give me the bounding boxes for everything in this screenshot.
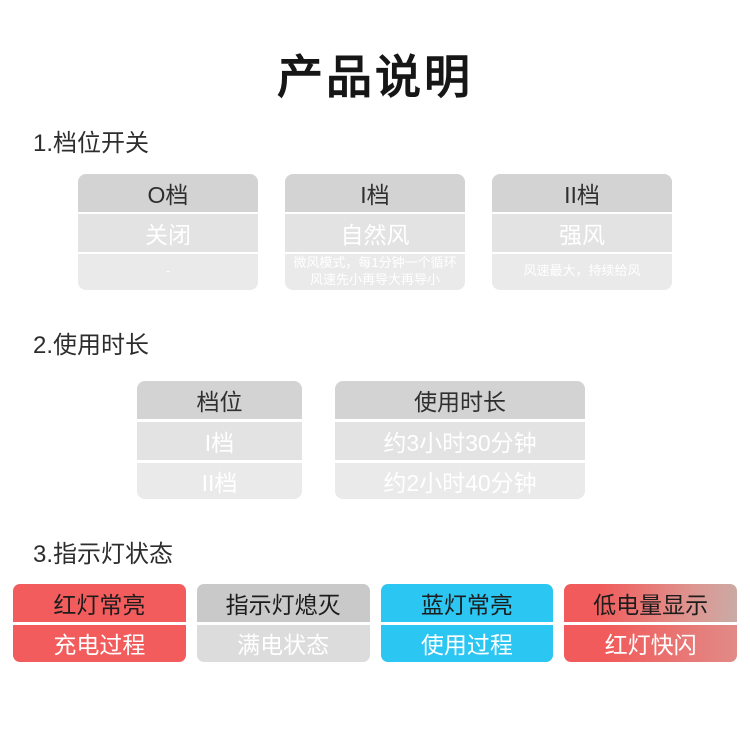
section-heading-gear-switch: 1.档位开关 [33, 129, 150, 157]
duration-time-column-header: 使用时长 [335, 380, 585, 419]
duration-gear-column-header: 档位 [137, 380, 302, 419]
indicator-card-low-battery-meaning: 红灯快闪 [564, 624, 737, 662]
indicator-card-low-battery-state: 低电量显示 [564, 583, 737, 622]
section-heading-indicator-lights: 3.指示灯状态 [33, 540, 174, 568]
section-indicator-lights: 3.指示灯状态 红灯常亮 充电过程 指示灯熄灭 满电状态 蓝灯常亮 使用过程 低… [0, 540, 750, 662]
gear-card-o-mode: 关闭 [78, 213, 258, 252]
gear-card-1-header: I档 [285, 173, 465, 212]
gear-card-o-header: O档 [78, 173, 258, 212]
section-gear-switch: 1.档位开关 O档 关闭 - I档 自然风 微风模式，每1分钟一个循环 风速先小… [0, 129, 750, 290]
indicator-card-low-battery: 低电量显示 红灯快闪 [564, 583, 737, 662]
indicator-card-charging-state: 红灯常亮 [13, 583, 186, 622]
section-usage-duration: 2.使用时长 档位 I档 II档 使用时长 约3小时30分钟 约2小时40分钟 [0, 331, 750, 499]
gear-card-2-mode: 强风 [492, 213, 672, 252]
indicator-card-in-use-state: 蓝灯常亮 [380, 583, 554, 622]
duration-gear-row-2: II档 [137, 462, 302, 499]
page-title: 产品说明 [277, 51, 473, 103]
gear-card-1-description: 微风模式，每1分钟一个循环 风速先小再导大再导小 [285, 253, 465, 290]
indicator-card-full-state: 指示灯熄灭 [196, 583, 370, 622]
duration-time-column: 使用时长 约3小时30分钟 约2小时40分钟 [335, 380, 585, 499]
indicator-card-in-use: 蓝灯常亮 使用过程 [380, 583, 554, 662]
usage-duration-table: 档位 I档 II档 使用时长 约3小时30分钟 约2小时40分钟 [0, 380, 750, 499]
gear-card-o-description: - [78, 253, 258, 290]
duration-time-row-1: 约3小时30分钟 [335, 421, 585, 460]
section-heading-usage-duration: 2.使用时长 [33, 331, 150, 359]
gear-cards-row: O档 关闭 - I档 自然风 微风模式，每1分钟一个循环 风速先小再导大再导小 … [0, 173, 750, 290]
indicator-card-full-meaning: 满电状态 [196, 624, 370, 662]
gear-card-o: O档 关闭 - [78, 173, 258, 290]
duration-gear-column: 档位 I档 II档 [137, 380, 302, 499]
gear-card-2: II档 强风 风速最大，持续给风 [492, 173, 672, 290]
indicator-cards-row: 红灯常亮 充电过程 指示灯熄灭 满电状态 蓝灯常亮 使用过程 低电量显示 红灯快… [0, 583, 750, 662]
indicator-card-charging-meaning: 充电过程 [13, 624, 186, 662]
gear-card-2-description: 风速最大，持续给风 [492, 253, 672, 290]
gear-card-1: I档 自然风 微风模式，每1分钟一个循环 风速先小再导大再导小 [285, 173, 465, 290]
indicator-card-full: 指示灯熄灭 满电状态 [196, 583, 370, 662]
duration-gear-row-1: I档 [137, 421, 302, 460]
indicator-card-in-use-meaning: 使用过程 [380, 624, 554, 662]
duration-time-row-2: 约2小时40分钟 [335, 462, 585, 499]
indicator-card-charging: 红灯常亮 充电过程 [13, 583, 186, 662]
gear-card-1-mode: 自然风 [285, 213, 465, 252]
gear-card-2-header: II档 [492, 173, 672, 212]
